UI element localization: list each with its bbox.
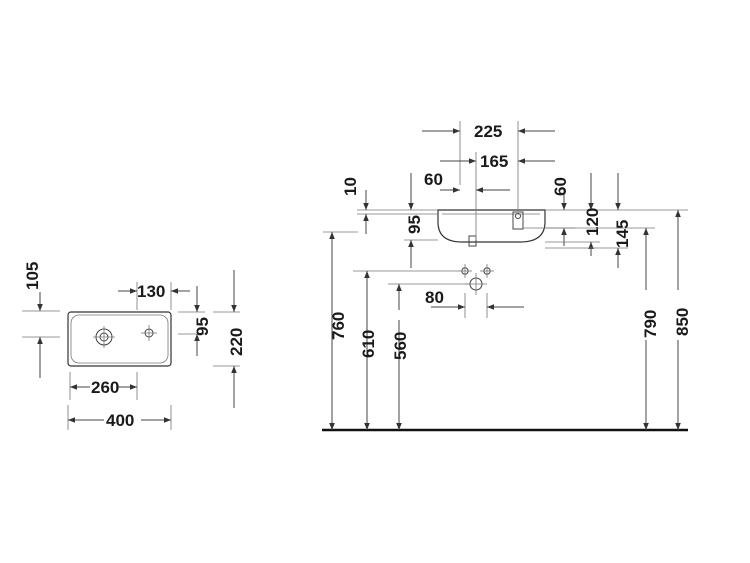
dim-560: 560 <box>388 283 470 430</box>
dim-790: 790 <box>545 227 660 430</box>
dim-790-label: 790 <box>641 310 660 338</box>
dim-10-label: 10 <box>341 177 360 196</box>
supply-connection-right-icon <box>480 264 494 278</box>
dim-260-label: 260 <box>91 378 119 397</box>
dim-80-label: 80 <box>425 288 444 307</box>
dim-60-horizontal: 60 <box>424 170 510 193</box>
dim-850-label: 850 <box>673 308 692 336</box>
dim-760: 760 <box>323 231 358 430</box>
dim-120: 120 <box>545 173 602 256</box>
dim-400-label: 400 <box>106 411 134 430</box>
side-view: 225 165 60 10 95 <box>322 121 692 432</box>
waste-outlet <box>468 235 477 247</box>
dim-95-top: 95 <box>178 286 212 356</box>
dim-560-label: 560 <box>391 332 410 360</box>
tap-body <box>512 211 524 230</box>
dim-220: 220 <box>213 270 246 408</box>
dim-225: 225 <box>422 121 555 210</box>
top-view: 105 130 95 220 <box>22 262 246 430</box>
dim-760-label: 760 <box>329 312 348 340</box>
dim-120-label: 120 <box>583 208 602 236</box>
dim-105-label: 105 <box>23 262 42 290</box>
dim-850: 850 <box>673 210 692 430</box>
dim-260: 260 <box>69 372 138 400</box>
dim-400: 400 <box>67 405 172 430</box>
dim-165: 165 <box>440 152 555 240</box>
dim-60b-label: 60 <box>551 177 570 196</box>
dim-610: 610 <box>353 270 458 430</box>
basin-inner-bowl <box>70 314 169 364</box>
supply-connection-left-icon <box>458 264 472 278</box>
dim-225-label: 225 <box>474 122 502 141</box>
dim-105: 105 <box>22 262 60 378</box>
dim-95-top-label: 95 <box>193 317 212 336</box>
dim-60a-label: 60 <box>424 170 443 189</box>
dim-145: 145 <box>545 173 632 268</box>
dim-130-label: 130 <box>137 282 165 301</box>
basin-top-outline <box>67 311 172 367</box>
dim-130: 130 <box>118 282 190 310</box>
dim-80: 80 <box>425 288 524 318</box>
dim-10: 10 <box>341 177 369 234</box>
drain-icon <box>93 326 115 348</box>
dim-220-label: 220 <box>227 328 246 356</box>
dim-165-label: 165 <box>480 152 508 171</box>
basin-side-outline <box>437 209 546 243</box>
tap-hole-icon <box>141 325 157 341</box>
dim-95-side-label: 95 <box>405 215 424 234</box>
dim-145-label: 145 <box>613 220 632 248</box>
dim-95-side: 95 <box>404 173 438 268</box>
dim-610-label: 610 <box>359 330 378 358</box>
